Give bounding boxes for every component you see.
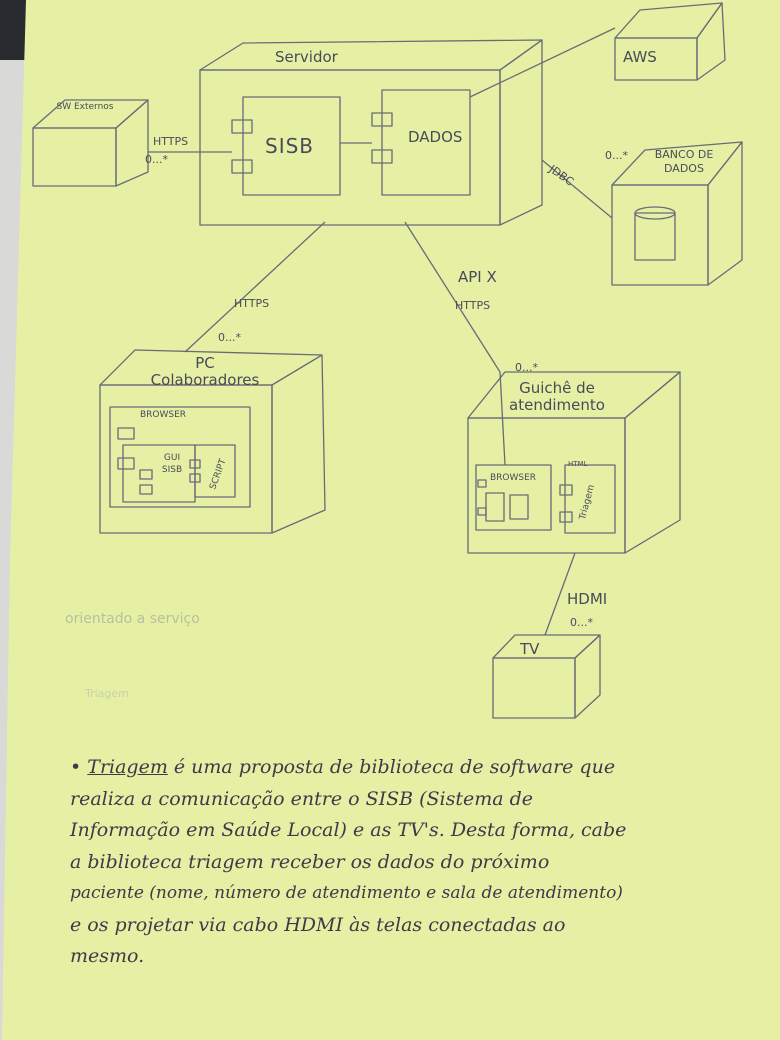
sw-https-label: HTTPS	[153, 135, 189, 148]
paragraph-line-2: realiza a comunicação entre o SISB (Sist…	[70, 787, 534, 810]
conn-hdmi	[544, 552, 576, 636]
sisb-label: SISB	[265, 134, 315, 158]
gui-sisb-label: GUI SISB	[161, 453, 183, 475]
guiche-node	[467, 371, 681, 554]
faint-note-2: Triagem	[85, 687, 129, 700]
sw-externos-node	[32, 99, 149, 187]
sw-externos-label: SW Externos	[56, 102, 114, 112]
aws-node	[614, 2, 726, 81]
pc-node	[99, 349, 326, 534]
paragraph-line-5: paciente (nome, número de atendimento e …	[70, 883, 623, 903]
sw-multiplicity: 0...*	[145, 153, 168, 166]
pc-multiplicity: 0...*	[218, 331, 241, 344]
guiche-browser-label: BROWSER	[490, 473, 537, 483]
pc-label: PC Colaboradores	[150, 354, 260, 389]
banco-multiplicity: 0...*	[605, 149, 628, 162]
hdmi-multiplicity: 0...*	[570, 616, 593, 629]
conn-pc	[184, 221, 326, 353]
pc-browser-label: BROWSER	[140, 410, 187, 420]
conn-guiche-browser	[499, 371, 506, 466]
guiche-multiplicity: 0...*	[515, 361, 538, 374]
dados-label: DADOS	[408, 128, 463, 146]
conn-aws	[469, 27, 616, 98]
paragraph-line-3: Informação em Saúde Local) e as TV's. De…	[70, 819, 627, 841]
paragraph-line1-text: é uma proposta de biblioteca de software…	[167, 756, 616, 778]
servidor-node	[199, 39, 543, 226]
guiche-label: Guichê de atendimento	[509, 379, 605, 414]
servidor-label: Servidor	[275, 48, 338, 66]
bullet: •	[70, 756, 82, 778]
tv-node	[492, 634, 601, 719]
paragraph-line-6: e os projetar via cabo HDMI às telas con…	[70, 913, 566, 936]
tv-label: TV	[520, 640, 540, 658]
paragraph-term: Triagem	[87, 756, 168, 778]
apix-https-label: HTTPS	[455, 299, 491, 312]
hdmi-label: HDMI	[567, 590, 608, 608]
description-paragraph: • Triagem é uma proposta de biblioteca d…	[70, 752, 750, 973]
conn-jdbc	[541, 159, 613, 219]
banco-label: BANCO DE DADOS	[654, 148, 714, 175]
conn-apix	[404, 221, 501, 373]
paragraph-line-7: mesmo.	[70, 945, 145, 967]
guiche-html-label: HTML	[568, 460, 588, 468]
banco-node	[611, 141, 743, 286]
faint-note-1: orientado a serviço	[65, 611, 200, 627]
paragraph-line-4: a biblioteca triagem receber os dados do…	[70, 850, 550, 873]
aws-label: AWS	[623, 48, 657, 66]
apix-label: API X	[458, 268, 497, 286]
paragraph-line-1: • Triagem é uma proposta de biblioteca d…	[70, 752, 750, 784]
pc-https-label: HTTPS	[234, 297, 270, 310]
